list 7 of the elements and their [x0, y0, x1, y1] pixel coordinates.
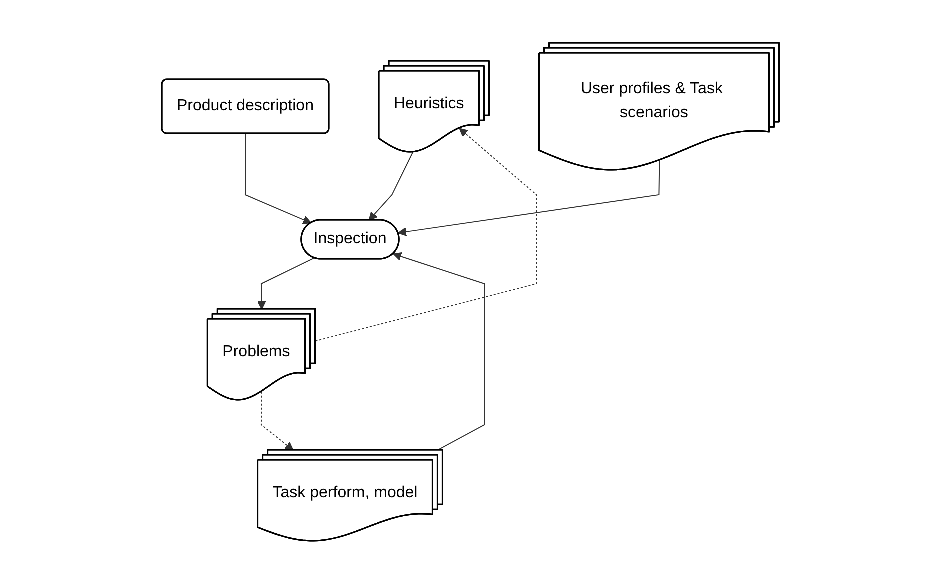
arrow	[260, 391, 294, 451]
arrow	[257, 258, 315, 310]
arrow	[393, 252, 486, 451]
arrow	[368, 152, 414, 221]
arrow	[315, 128, 538, 342]
arrow	[244, 134, 312, 224]
arrow	[398, 160, 660, 236]
